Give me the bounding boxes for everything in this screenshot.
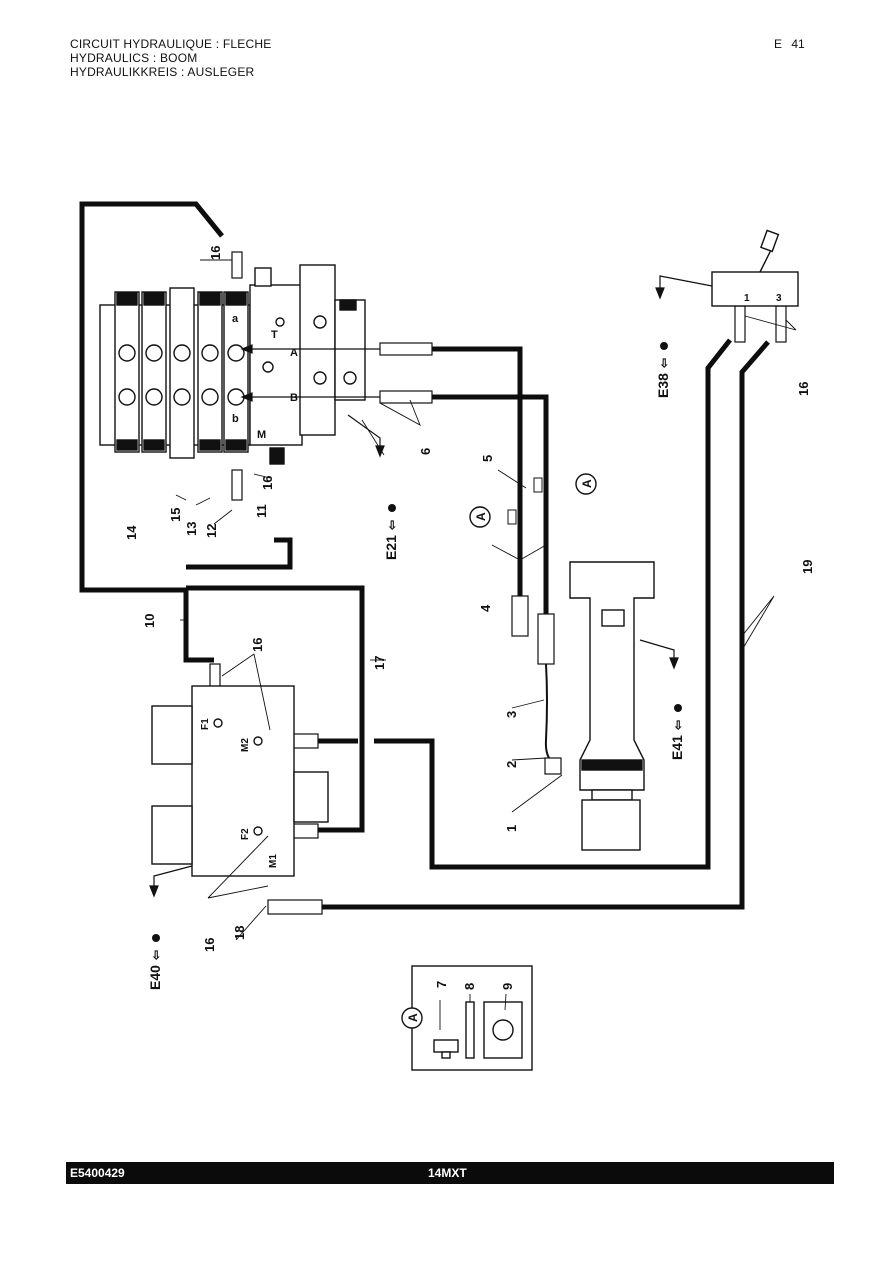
port-M1-label: M1 [268,854,279,868]
port-M2-label: M2 [240,738,251,752]
callout-16-top: 16 [208,246,223,260]
port-arrows [240,344,380,402]
hose-19b [322,340,770,910]
callout-16-mid: 16 [260,476,275,490]
callout-17: 17 [372,656,387,670]
footer-bar: E5400429 14MXT [66,1162,834,1184]
hose-17 [186,585,365,833]
valve-ports [118,344,245,406]
callout-19: 19 [800,560,815,574]
eye-icon [152,934,160,942]
callout-5: 5 [480,455,495,462]
ref-E21: E21 ⇦ [383,504,399,560]
callouts: 16 6 5 4 3 2 1 16 11 12 15 13 14 10 16 1… [124,246,815,990]
callout-2: 2 [504,761,519,768]
control-valve-block [99,264,366,465]
detail-marker-a3: A [406,1013,420,1022]
detail-a-box [411,965,533,1071]
port-A-label: A [290,347,298,359]
valve-caps [116,292,247,451]
ref-E40: E40 ⇦ [147,934,163,990]
hose-B [432,394,549,614]
aux-port-1-label: 1 [744,293,750,304]
sensor-lead [544,663,562,775]
callout-12: 12 [204,524,219,538]
hose-return-loop [79,201,224,663]
callout-16-selector: 16 [250,638,265,652]
hollow-arrow-icon: ⇦ [671,720,685,731]
callout-3: 3 [504,711,519,718]
page-reference: E 41 [774,37,805,51]
eye-icon [674,704,682,712]
boom-cylinder [569,561,655,851]
callout-1: 1 [504,825,519,832]
valve-sections [114,287,249,459]
svg-text:E40: E40 [147,965,163,990]
port-b-label: b [232,413,239,425]
port-F1-label: F1 [200,718,211,730]
detail-marker-a2: A [474,512,488,521]
callout-11: 11 [254,504,269,518]
footer-doc-code: E5400429 [70,1166,125,1180]
port-a-label: a [232,313,239,325]
leader-lines [175,259,797,1030]
svg-text:E38: E38 [655,373,671,398]
detail-a-markers [507,477,543,525]
eye-icon [388,504,396,512]
footer-model: 14MXT [428,1166,467,1180]
callout-16-right: 16 [796,382,811,396]
header-title-en: HYDRAULICS : BOOM [70,51,198,65]
svg-text:E21: E21 [383,535,399,560]
header-title-de: HYDRAULIKKREIS : AUSLEGER [70,65,255,79]
port-B-label: B [290,392,298,404]
callout-10: 10 [142,614,157,628]
callout-14: 14 [124,525,139,540]
reference-arrows [149,275,713,898]
eye-icon [660,342,668,350]
callout-13: 13 [184,522,199,536]
selector-valve [151,685,329,877]
port-F2-label: F2 [240,828,251,840]
hollow-arrow-icon: ⇦ [657,358,671,369]
ref-E41: E41 ⇦ [669,704,685,760]
reference-codes: E21 ⇦ E38 ⇦ E41 ⇦ E40 ⇦ [147,342,685,990]
hose-19a [374,338,732,870]
hollow-arrow-icon: ⇦ [149,950,163,961]
hose-A [432,346,523,598]
callout-15: 15 [168,508,183,522]
ref-E38: E38 ⇦ [655,342,671,398]
hollow-arrow-icon: ⇦ [385,520,399,531]
hose-10 [186,537,293,570]
callout-18: 18 [232,926,247,940]
callout-16-bottom: 16 [202,938,217,952]
port-T-label: T [271,329,278,341]
aux-valve-block [711,229,799,307]
svg-text:E41: E41 [669,735,685,760]
callout-4: 4 [478,604,493,612]
detail-marker-a1: A [580,479,594,488]
port-M-label: M [257,429,266,441]
header-title-fr: CIRCUIT HYDRAULIQUE : FLECHE [70,37,272,51]
callout-8: 8 [462,983,477,990]
callout-7: 7 [434,981,449,988]
port-labels: A B T M a b F1 M2 F2 M1 1 3 [200,293,782,868]
callout-9: 9 [500,983,515,990]
detail-markers: A A A [401,473,597,1029]
callout-6: 6 [418,448,433,455]
hoses [79,201,770,910]
aux-port-3-label: 3 [776,293,782,304]
